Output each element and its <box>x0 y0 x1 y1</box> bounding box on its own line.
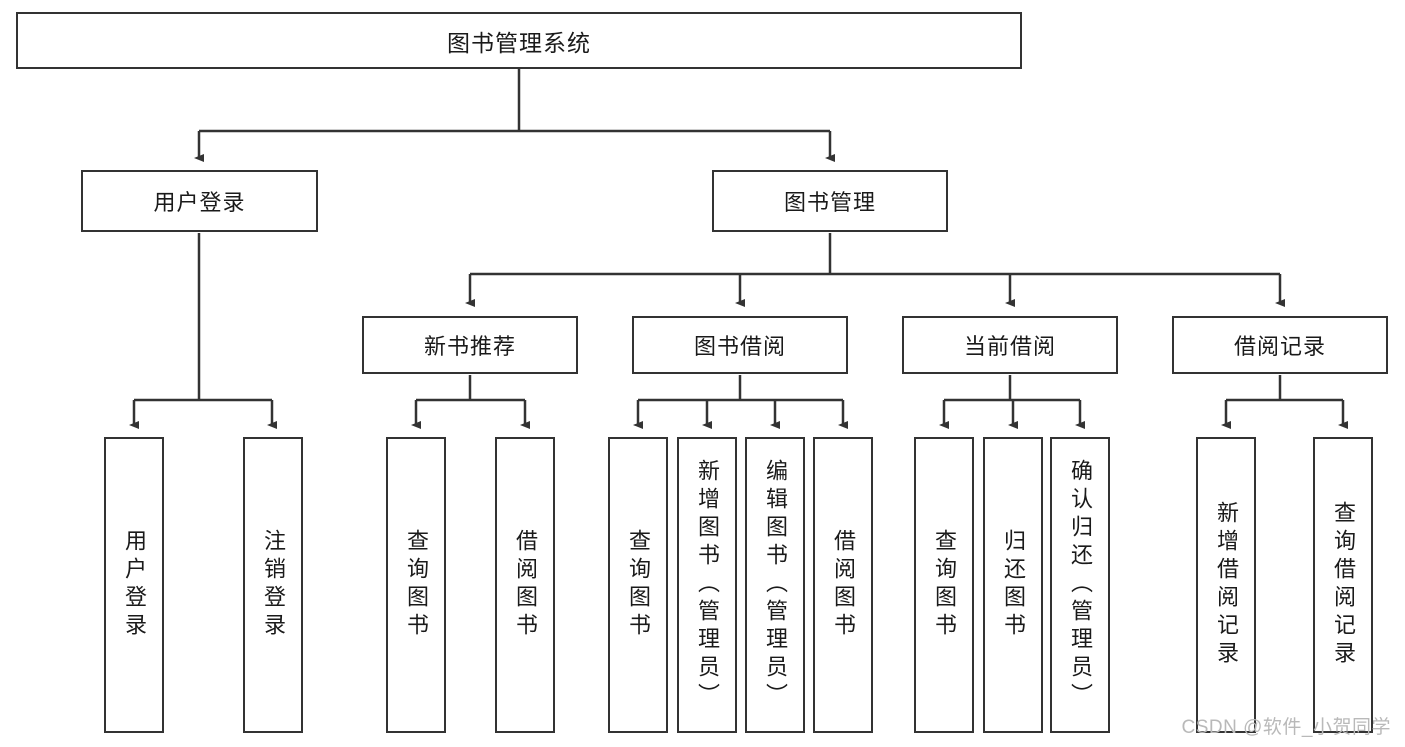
node-label: 用户登录 <box>122 529 147 641</box>
node-label: 借阅图书 <box>831 529 856 641</box>
node-label: 用户登录 <box>153 190 246 215</box>
node-label: 确认归还（管理员） <box>1068 459 1093 711</box>
node-label: 注销登录 <box>261 529 286 641</box>
node-borrow-record[interactable]: 借阅记录 <box>1172 316 1388 374</box>
node-label: 图书借阅 <box>693 334 786 359</box>
watermark-text: CSDN @软件_小贺同学 <box>1181 717 1391 738</box>
leaf-current-return-book[interactable]: 归还图书 <box>983 437 1043 733</box>
node-label: 新书推荐 <box>423 334 516 359</box>
node-label: 借阅图书 <box>513 529 538 641</box>
node-label: 新增借阅记录 <box>1214 501 1239 669</box>
node-book-management[interactable]: 图书管理 <box>712 170 948 232</box>
leaf-recommend-borrow-book[interactable]: 借阅图书 <box>495 437 555 733</box>
leaf-current-confirm-return-admin[interactable]: 确认归还（管理员） <box>1050 437 1110 733</box>
node-label: 查询图书 <box>404 529 429 641</box>
node-label: 当前借阅 <box>963 334 1056 359</box>
node-label: 查询图书 <box>932 529 957 641</box>
node-book-borrow[interactable]: 图书借阅 <box>632 316 848 374</box>
node-label: 编辑图书（管理员） <box>763 459 788 711</box>
leaf-user-login[interactable]: 用户登录 <box>104 437 164 733</box>
leaf-user-logout[interactable]: 注销登录 <box>243 437 303 733</box>
node-new-book-recommend[interactable]: 新书推荐 <box>362 316 578 374</box>
node-label: 图书管理 <box>783 190 876 215</box>
node-label: 借阅记录 <box>1233 334 1326 359</box>
node-user-login[interactable]: 用户登录 <box>81 170 318 232</box>
leaf-borrow-edit-book-admin[interactable]: 编辑图书（管理员） <box>745 437 805 733</box>
node-label: 查询图书 <box>626 529 651 641</box>
leaf-record-query-borrow-record[interactable]: 查询借阅记录 <box>1313 437 1373 733</box>
leaf-current-query-book[interactable]: 查询图书 <box>914 437 974 733</box>
node-label: 图书管理系统 <box>447 29 591 56</box>
node-current-borrow[interactable]: 当前借阅 <box>902 316 1118 374</box>
leaf-borrow-add-book-admin[interactable]: 新增图书（管理员） <box>677 437 737 733</box>
node-label: 查询借阅记录 <box>1331 501 1356 669</box>
node-label: 新增图书（管理员） <box>695 459 720 711</box>
leaf-borrow-borrow-book[interactable]: 借阅图书 <box>813 437 873 733</box>
node-label: 归还图书 <box>1001 529 1026 641</box>
leaf-borrow-query-book[interactable]: 查询图书 <box>608 437 668 733</box>
leaf-record-add-borrow-record[interactable]: 新增借阅记录 <box>1196 437 1256 733</box>
leaf-recommend-query-book[interactable]: 查询图书 <box>386 437 446 733</box>
node-root-book-management-system[interactable]: 图书管理系统 <box>16 12 1022 69</box>
